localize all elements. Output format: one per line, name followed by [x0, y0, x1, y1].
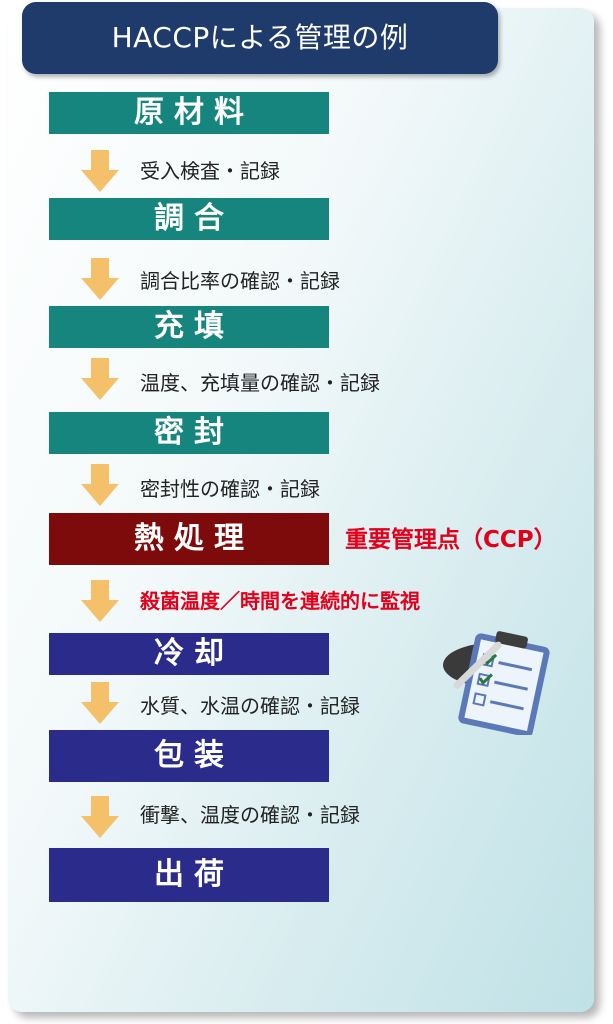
note-blend-ratio: 調合比率の確認・記録: [140, 269, 340, 293]
down-arrow-icon: [81, 796, 119, 838]
down-arrow-icon: [81, 358, 119, 400]
step-shipping: 出荷: [49, 848, 329, 902]
down-arrow-icon: [81, 580, 119, 622]
step-packaging: 包装: [49, 730, 329, 782]
note-temperature-fill: 温度、充填量の確認・記録: [140, 371, 380, 395]
down-arrow-icon: [81, 150, 119, 192]
note-seal-check: 密封性の確認・記録: [140, 477, 320, 501]
down-arrow-icon: [81, 258, 119, 300]
step-blending: 調合: [49, 198, 329, 240]
step-filling: 充填: [49, 306, 329, 348]
step-sealing: 密封: [49, 412, 329, 454]
down-arrow-icon: [81, 464, 119, 506]
note-sterilization-monitoring: 殺菌温度／時間を連続的に監視: [140, 589, 420, 613]
step-raw-materials: 原材料: [49, 92, 329, 134]
note-receiving-inspection: 受入検査・記録: [140, 159, 280, 183]
diagram-title: HACCPによる管理の例: [22, 2, 498, 74]
note-impact-temperature: 衝撃、温度の確認・記録: [140, 803, 360, 827]
step-cooling: 冷却: [49, 633, 329, 675]
down-arrow-icon: [81, 682, 119, 724]
ccp-label: 重要管理点（CCP）: [345, 527, 557, 553]
step-heat-treatment: 熱処理: [49, 513, 329, 565]
note-water-quality: 水質、水温の確認・記録: [140, 694, 360, 718]
clipboard-checklist-icon: [443, 631, 550, 735]
